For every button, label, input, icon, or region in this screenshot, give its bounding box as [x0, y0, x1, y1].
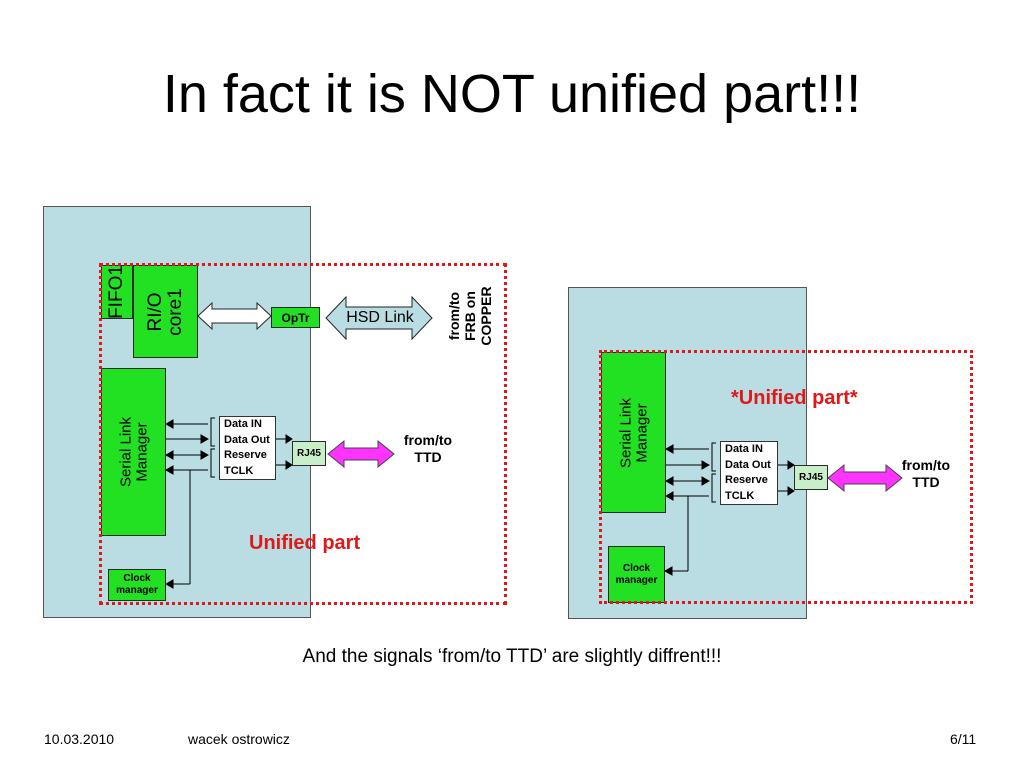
- right-signal-list: Data IN Data Out Reserve TCLK: [720, 441, 778, 505]
- left-rj45-block: RJ45: [292, 441, 326, 466]
- right-ttd-label-2: TTD: [912, 474, 940, 490]
- left-signal-reserve: Reserve: [224, 449, 267, 461]
- right-unified-label: *Unified part*: [731, 387, 858, 409]
- right-clock-label-2: manager: [615, 574, 658, 586]
- slide-title: In fact it is NOT unified part!!!: [162, 64, 862, 124]
- left-ttd-label: from/to TTD: [393, 432, 463, 466]
- right-rj45-label: RJ45: [799, 472, 823, 483]
- right-rj45-block: RJ45: [794, 465, 828, 490]
- right-ttd-label: from/to TTD: [891, 457, 961, 491]
- left-unified-region: [99, 263, 507, 605]
- left-clock-label-2: manager: [116, 585, 158, 596]
- optr-label: OpTr: [281, 310, 310, 325]
- right-ttd-arrow: [827, 463, 903, 493]
- footer-author: wacek ostrowicz: [188, 731, 290, 747]
- right-clock-label-1: Clock: [622, 562, 651, 574]
- left-rj45-label: RJ45: [297, 448, 321, 459]
- footer-date: 10.03.2010: [44, 731, 115, 747]
- left-clock-manager: Clock manager: [108, 569, 166, 601]
- right-signal-data-out: Data Out: [725, 458, 771, 471]
- slide-caption: And the signals ‘from/to TTD’ are slight…: [302, 646, 722, 667]
- left-signal-data-out: Data Out: [224, 433, 270, 446]
- rio-core-block: RI/O core1: [133, 265, 198, 358]
- left-clock-label-1: Clock: [123, 573, 151, 584]
- right-signal-reserve: Reserve: [725, 474, 768, 486]
- left-signal-tclk: TCLK: [224, 464, 254, 477]
- left-ttd-label-2: TTD: [414, 449, 442, 465]
- right-serial-link-manager: Serial Link Manager: [601, 352, 666, 513]
- right-unified-region: [599, 350, 973, 604]
- hsd-link-label: HSD Link: [346, 309, 414, 326]
- right-ttd-label-1: from/to: [901, 457, 951, 473]
- footer-page-number: 6/11: [950, 731, 977, 747]
- left-ttd-label-1: from/to: [403, 432, 453, 448]
- left-signal-data-in: Data IN: [224, 418, 262, 430]
- left-unified-label: Unified part: [249, 532, 361, 554]
- fifo1-block: FIFO1: [101, 265, 133, 319]
- right-signal-data-in: Data IN: [725, 443, 763, 455]
- left-ttd-arrow: [327, 439, 395, 469]
- left-signal-list: Data IN Data Out Reserve TCLK: [219, 416, 276, 480]
- right-clock-manager: Clock manager: [608, 546, 665, 603]
- optr-block: OpTr: [271, 307, 320, 328]
- hsd-link-arrow: [325, 295, 433, 341]
- right-signal-tclk: TCLK: [725, 489, 755, 502]
